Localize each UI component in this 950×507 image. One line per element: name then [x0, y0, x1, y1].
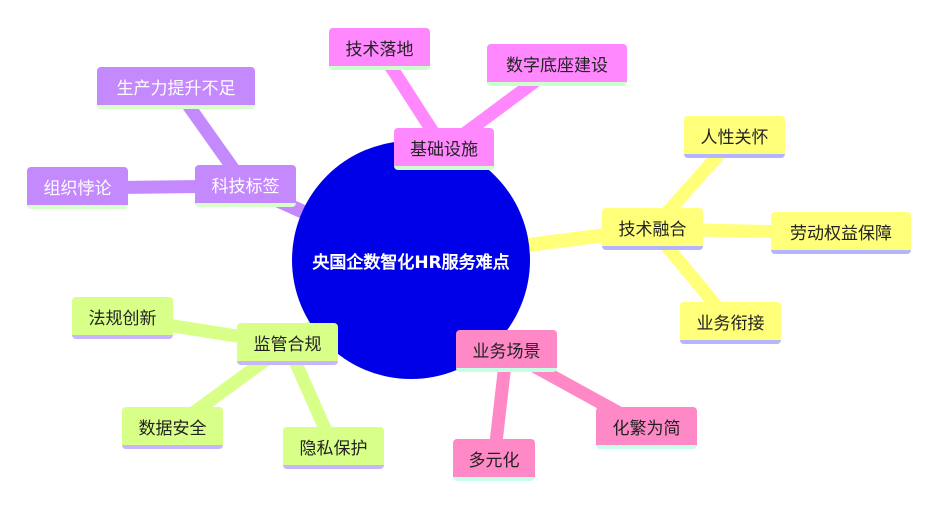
leaf-labor-rights[interactable]: 劳动权益保障	[771, 212, 911, 254]
leaf-org-paradox[interactable]: 组织悖论	[27, 167, 128, 209]
leaf-regulation-innovation[interactable]: 法规创新	[72, 297, 173, 339]
leaf-digital-base[interactable]: 数字底座建设	[487, 44, 627, 86]
leaf-diversify[interactable]: 多元化	[453, 439, 535, 481]
leaf-privacy[interactable]: 隐私保护	[283, 427, 384, 469]
leaf-human-care[interactable]: 人性关怀	[684, 116, 785, 158]
leaf-productivity[interactable]: 生产力提升不足	[97, 67, 255, 109]
leaf-tech-landing[interactable]: 技术落地	[329, 28, 430, 70]
branch-compliance[interactable]: 监管合规	[237, 323, 338, 365]
leaf-simplify[interactable]: 化繁为简	[596, 407, 697, 449]
leaf-business-link[interactable]: 业务衔接	[680, 302, 781, 344]
branch-business-scenario[interactable]: 业务场景	[456, 330, 557, 372]
branch-infrastructure[interactable]: 基础设施	[394, 128, 494, 170]
branch-tech-integration[interactable]: 技术融合	[602, 208, 703, 250]
branch-tech-label[interactable]: 科技标签	[195, 165, 296, 207]
leaf-data-security[interactable]: 数据安全	[122, 407, 223, 449]
